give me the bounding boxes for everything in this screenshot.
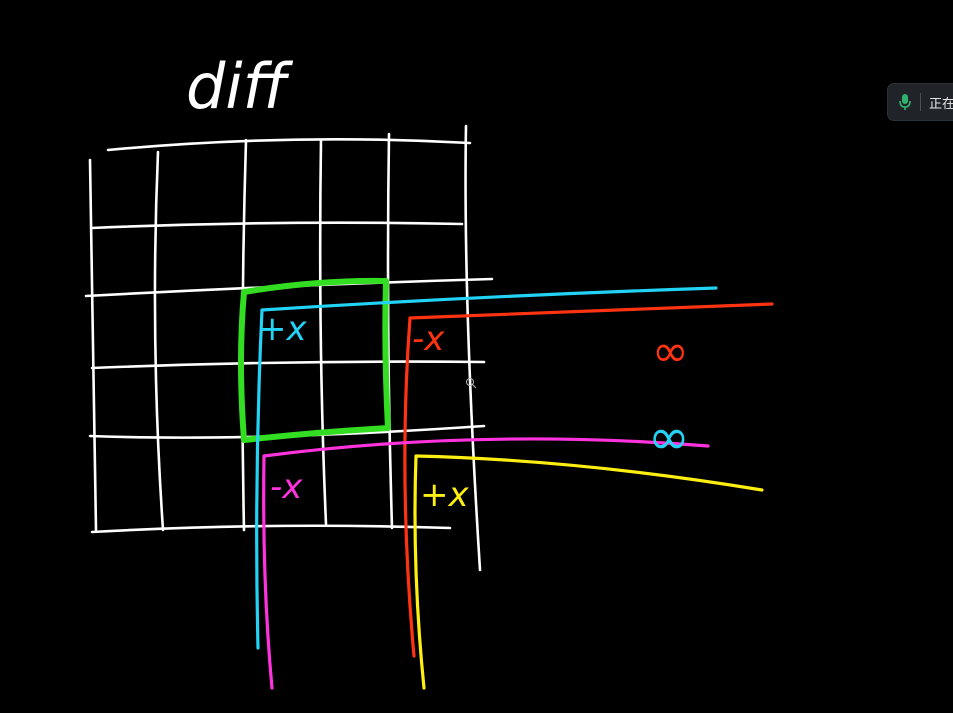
cursor-icon [466,378,477,389]
magenta-line-label: -x [270,467,303,507]
recording-status-text: 正在 [929,95,953,111]
cyan-infinity: ∞ [648,408,690,466]
grid-line-v [153,150,165,532]
yellow-line [413,454,764,690]
grid-line-v [318,138,328,526]
grid-line-v [88,158,98,532]
yellow-line-label: +x [420,475,469,515]
grid-line-v [386,132,394,530]
recording-indicator[interactable]: 正在 [888,84,953,120]
red-line [403,302,774,658]
grid-line-v [464,124,482,572]
grid-line-h [106,138,472,152]
grid-line-h [90,524,452,534]
red-line-label: -x [412,319,445,359]
grid-line-h [90,221,464,230]
green-box [238,277,391,443]
cyan-line [255,286,718,650]
green-box-label: +x [258,309,307,349]
magenta-line [262,437,710,690]
diagram-title: diff [186,50,294,123]
red-infinity: ∞ [652,326,689,377]
pill-divider [920,93,921,111]
grid-line-h [90,360,486,370]
microphone-icon [898,93,912,111]
